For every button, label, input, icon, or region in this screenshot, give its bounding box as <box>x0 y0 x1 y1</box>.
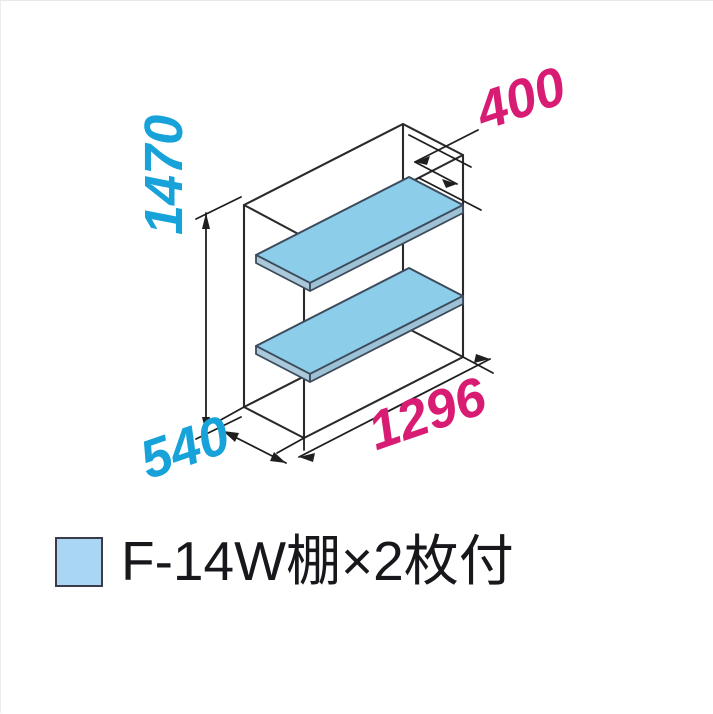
frame-bottom-face <box>242 324 465 440</box>
arrow-1470-top <box>202 213 210 229</box>
dimension-540 <box>216 406 305 464</box>
dim-line-400-b <box>414 161 458 185</box>
dimension-1296 <box>298 354 494 462</box>
arrow-400-a <box>415 156 430 165</box>
dimension-label-1470: 1470 <box>134 114 194 235</box>
dimension-400 <box>408 129 482 211</box>
arrow-540-b <box>270 452 286 463</box>
arrow-540-a <box>223 431 239 442</box>
ext-line-400-a <box>408 134 472 168</box>
ext-line-540-b <box>276 437 305 454</box>
ext-line-1470-bottom <box>195 416 242 440</box>
ext-line-400-b <box>418 177 482 211</box>
arrow-400-b <box>442 179 457 188</box>
dimension-1470 <box>195 196 242 440</box>
ext-line-1470-top <box>195 196 242 220</box>
ext-line-540-a <box>216 406 245 423</box>
arrow-1470-bottom <box>202 417 210 433</box>
upper-shelf <box>255 176 464 292</box>
upper-shelf-right-edge <box>309 204 464 292</box>
legend-color-swatch <box>55 536 103 587</box>
arrow-1296-a <box>299 453 315 462</box>
dim-line-400 <box>414 129 479 163</box>
lower-shelf <box>255 267 464 383</box>
upper-shelf-surface <box>255 176 464 284</box>
lower-shelf-right-edge <box>309 295 464 383</box>
dim-line-1296 <box>298 358 491 458</box>
legend-label: F-14W棚×2枚付 <box>121 530 514 592</box>
lower-shelf-surface <box>255 267 464 375</box>
legend: F-14W棚×2枚付 <box>55 534 514 589</box>
arrow-1296-b <box>474 354 490 363</box>
